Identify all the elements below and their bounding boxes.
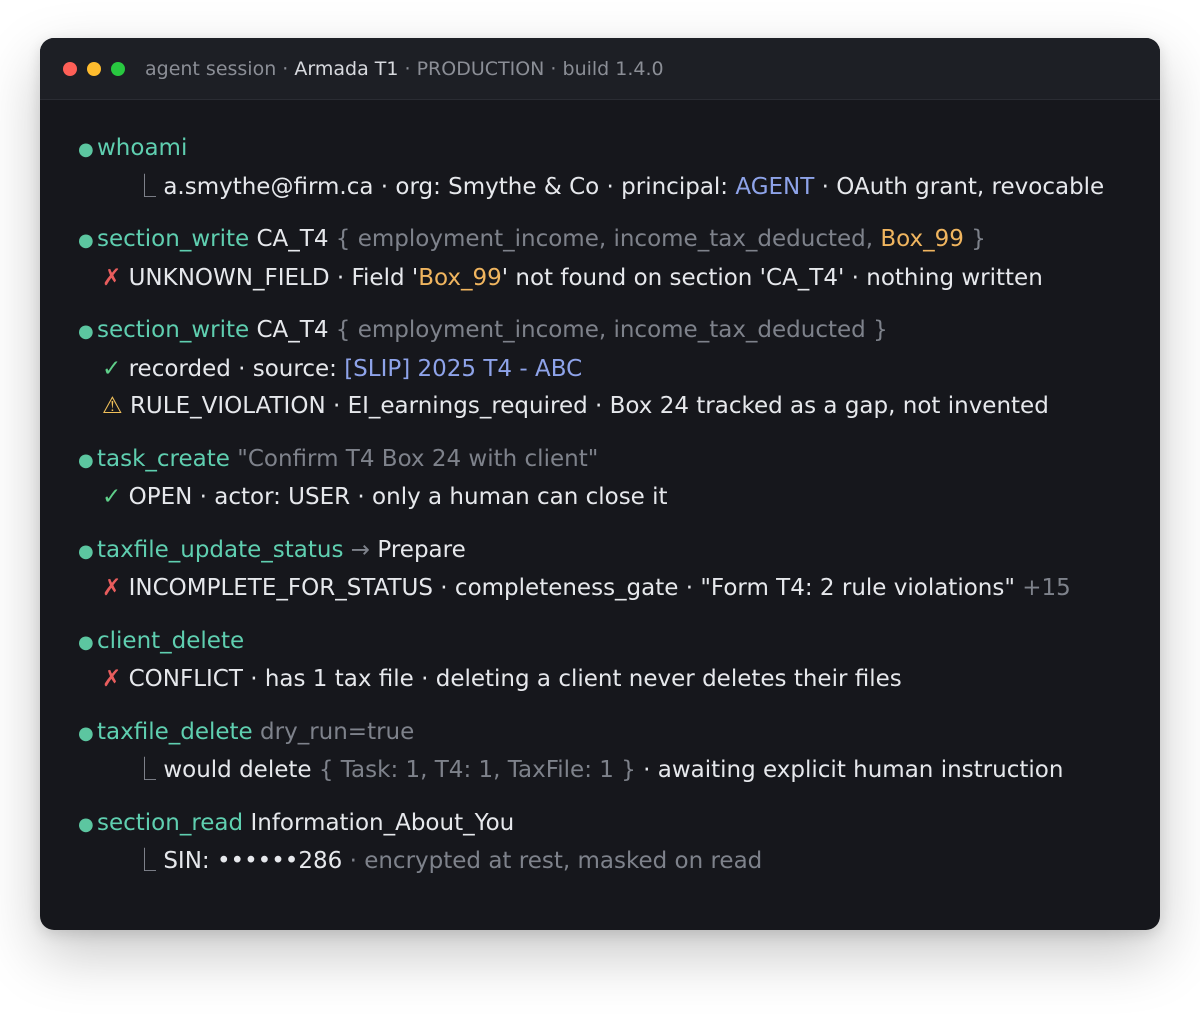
warning-text: RULE_VIOLATION · EI_earnings_required · … xyxy=(129,393,1049,419)
result-line: ⎿ a.smythe@firm.ca · org: Smythe & Co · … xyxy=(78,169,1160,207)
command-name: taxfile_update_status xyxy=(97,536,344,563)
principal-value: AGENT xyxy=(735,173,815,200)
command-line: ●client_delete xyxy=(78,623,1160,662)
command-line: ●taxfile_update_status → Prepare xyxy=(78,532,1160,571)
result-text: CONFLICT · has 1 tax file · deleting a c… xyxy=(128,666,902,692)
command-arg: Prepare xyxy=(377,536,466,563)
masked-sin: SIN: ••••••286 xyxy=(163,848,343,874)
result-text: would delete xyxy=(163,757,312,783)
bullet-icon: ● xyxy=(78,813,94,835)
close-button[interactable] xyxy=(63,61,77,76)
result-line: ⎿ SIN: ••••••286 · encrypted at rest, ma… xyxy=(78,843,1160,881)
entry-section-write-1: ●section_write CA_T4 { employment_income… xyxy=(78,221,1160,297)
bullet-icon: ● xyxy=(78,321,94,342)
command-line: ●section_write CA_T4 { employment_income… xyxy=(78,221,1160,260)
result-text: recorded · source: xyxy=(128,355,337,382)
window-controls xyxy=(63,61,125,76)
minimize-button[interactable] xyxy=(87,61,101,76)
bullet-icon: ● xyxy=(78,230,94,251)
result-text: UNKNOWN_FIELD · Field ' xyxy=(128,264,419,291)
result-text: OPEN · actor: USER · only a human can cl… xyxy=(128,484,668,510)
arrow-icon: → xyxy=(350,536,371,563)
result-line: ✗ CONFLICT · has 1 tax file · deleting a… xyxy=(78,661,1160,699)
invalid-field: Box_99 xyxy=(880,226,964,252)
command-arg: "Confirm T4 Box 24 with client" xyxy=(237,445,599,472)
session-log: ●whoami ⎿ a.smythe@firm.ca · org: Smythe… xyxy=(40,100,1160,881)
result-text: INCOMPLETE_FOR_STATUS · completeness_gat… xyxy=(128,575,1015,601)
warning-icon: ⚠ xyxy=(102,393,123,419)
command-line: ●section_read Information_About_You xyxy=(78,805,1160,844)
invalid-field-ref: Box_99 xyxy=(418,264,502,291)
error-icon: ✗ xyxy=(102,575,122,601)
command-line: ●whoami xyxy=(78,130,1160,169)
entry-client-delete: ●client_delete ✗ CONFLICT · has 1 tax fi… xyxy=(78,623,1160,699)
check-icon: ✓ xyxy=(102,484,122,510)
result-line: ✓ recorded · source: [SLIP] 2025 T4 - AB… xyxy=(78,351,1160,389)
field-list: { employment_income, income_tax_deducted… xyxy=(335,317,888,343)
warning-line: ⚠ RULE_VIOLATION · EI_earnings_required … xyxy=(78,388,1160,426)
bullet-icon: ● xyxy=(78,540,94,562)
result-line: ⎿ would delete { Task: 1, T4: 1, TaxFile… xyxy=(78,752,1160,790)
entry-taxfile-delete: ●taxfile_delete dry_run=true ⎿ would del… xyxy=(78,714,1160,790)
title-session-name: Armada T1 xyxy=(294,57,399,80)
title-bar: agent session · Armada T1 · PRODUCTION ·… xyxy=(40,38,1160,100)
bullet-icon: ● xyxy=(78,449,94,471)
result-line: ✓ OPEN · actor: USER · only a human can … xyxy=(78,479,1160,517)
bullet-icon: ● xyxy=(78,139,94,160)
command-line: ●task_create "Confirm T4 Box 24 with cli… xyxy=(78,441,1160,480)
title-prefix: agent session · xyxy=(145,57,289,80)
result-note: · encrypted at rest, masked on read xyxy=(349,848,763,874)
error-icon: ✗ xyxy=(102,264,122,291)
tree-branch-icon: ⎿ xyxy=(133,848,156,874)
result-line: ✗ INCOMPLETE_FOR_STATUS · completeness_g… xyxy=(78,570,1160,608)
delete-summary: { Task: 1, T4: 1, TaxFile: 1 } xyxy=(318,757,636,783)
result-text-tail: · awaiting explicit human instruction xyxy=(643,757,1064,783)
title-suffix: · PRODUCTION · build 1.4.0 xyxy=(404,57,664,80)
terminal-window: agent session · Armada T1 · PRODUCTION ·… xyxy=(40,38,1160,930)
command-arg: Information_About_You xyxy=(250,809,515,836)
entry-task-create: ●task_create "Confirm T4 Box 24 with cli… xyxy=(78,441,1160,517)
entry-section-write-2: ●section_write CA_T4 { employment_income… xyxy=(78,312,1160,426)
entry-whoami: ●whoami ⎿ a.smythe@firm.ca · org: Smythe… xyxy=(78,130,1160,206)
command-line: ●taxfile_delete dry_run=true xyxy=(78,714,1160,753)
command-name: section_write xyxy=(97,317,250,343)
tree-branch-icon: ⎿ xyxy=(133,173,156,200)
command-arg: CA_T4 xyxy=(256,317,329,343)
bullet-icon: ● xyxy=(78,631,94,653)
entry-section-read: ●section_read Information_About_You ⎿ SI… xyxy=(78,805,1160,881)
command-name: task_create xyxy=(97,445,230,472)
check-icon: ✓ xyxy=(102,355,122,382)
field-list: { employment_income, income_tax_deducted… xyxy=(335,226,874,252)
field-list-close: } xyxy=(971,226,986,252)
command-arg: dry_run=true xyxy=(260,718,415,745)
command-name: whoami xyxy=(97,135,188,161)
command-arg: CA_T4 xyxy=(256,226,329,252)
command-name: taxfile_delete xyxy=(97,718,253,745)
result-text-tail: · OAuth grant, revocable xyxy=(821,173,1105,200)
more-count[interactable]: +15 xyxy=(1022,575,1071,601)
result-text-tail: ' not found on section 'CA_T4' · nothing… xyxy=(501,264,1043,291)
entry-taxfile-update-status: ●taxfile_update_status → Prepare ✗ INCOM… xyxy=(78,532,1160,608)
command-line: ●section_write CA_T4 { employment_income… xyxy=(78,312,1160,351)
command-name: client_delete xyxy=(97,627,245,654)
bullet-icon: ● xyxy=(78,722,94,744)
error-icon: ✗ xyxy=(102,666,122,692)
maximize-button[interactable] xyxy=(111,61,125,76)
source-link[interactable]: [SLIP] 2025 T4 - ABC xyxy=(344,355,583,382)
result-line: ✗ UNKNOWN_FIELD · Field 'Box_99' not fou… xyxy=(78,260,1160,298)
tree-branch-icon: ⎿ xyxy=(133,757,156,783)
command-name: section_write xyxy=(97,226,250,252)
window-title: agent session · Armada T1 · PRODUCTION ·… xyxy=(145,58,664,80)
command-name: section_read xyxy=(97,809,244,836)
result-text: a.smythe@firm.ca · org: Smythe & Co · pr… xyxy=(163,173,729,200)
